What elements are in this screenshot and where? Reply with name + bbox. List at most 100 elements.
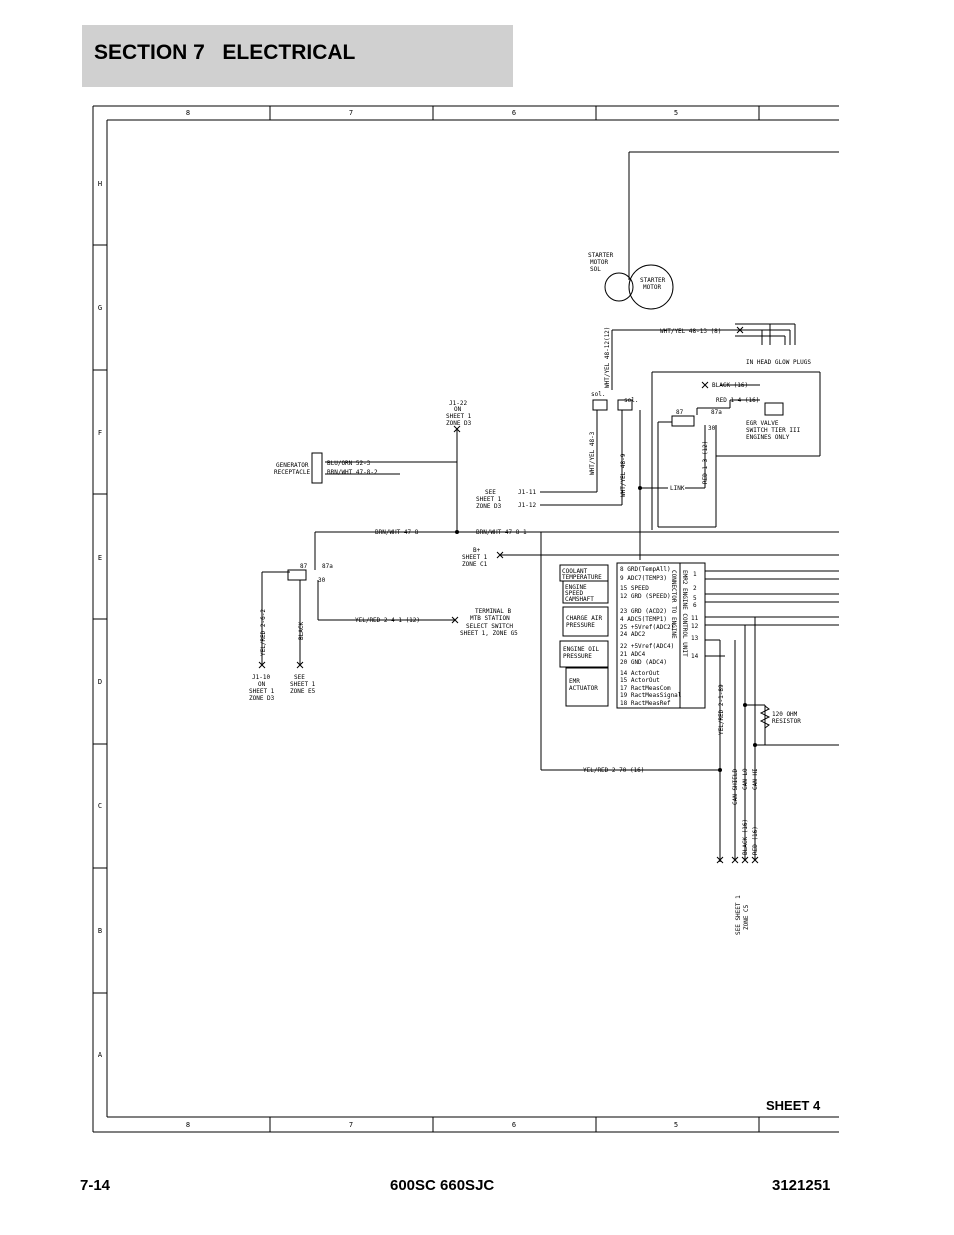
svg-text:CAN SHIELD: CAN SHIELD — [732, 768, 739, 805]
svg-text:CAN HI: CAN HI — [752, 768, 759, 790]
svg-text:CHARGE AIR: CHARGE AIR — [566, 615, 603, 622]
model-number: 600SC 660SJC — [390, 1177, 495, 1194]
svg-text:MOTOR: MOTOR — [590, 259, 608, 266]
svg-text:CAN LO: CAN LO — [742, 768, 749, 790]
solenoid-symbol — [617, 399, 633, 411]
col-label: 7 — [349, 1121, 353, 1129]
svg-text:ZONE D3: ZONE D3 — [446, 420, 472, 427]
row-label: C — [98, 802, 102, 810]
svg-text:BLACK: BLACK — [298, 622, 305, 640]
row-label: G — [98, 304, 102, 312]
svg-text:12 GRD (SPEED): 12 GRD (SPEED) — [620, 593, 671, 600]
svg-text:15 SPEED: 15 SPEED — [620, 585, 649, 592]
starter-solenoid-symbol — [604, 272, 634, 302]
svg-text:ZONE E5: ZONE E5 — [290, 688, 316, 695]
row-label: E — [98, 554, 102, 562]
svg-text:19 RactMeasSignal: 19 RactMeasSignal — [620, 692, 682, 699]
svg-text:120 OHM: 120 OHM — [772, 711, 798, 718]
svg-text:SOL: SOL — [590, 266, 601, 273]
col-label: 7 — [349, 109, 353, 117]
junction-dots — [455, 486, 757, 772]
svg-text:MTB STATION: MTB STATION — [470, 615, 510, 622]
svg-text:PRESSURE: PRESSURE — [563, 653, 592, 660]
svg-text:BLU/ORN 52-3: BLU/ORN 52-3 — [327, 460, 371, 467]
svg-text:RESISTOR: RESISTOR — [772, 718, 801, 725]
section-title: ELECTRICAL — [222, 41, 356, 64]
svg-text:EGR VALVE: EGR VALVE — [746, 420, 779, 427]
svg-text:87: 87 — [676, 409, 684, 416]
svg-text:11: 11 — [691, 615, 699, 622]
svg-text:87a: 87a — [322, 563, 333, 570]
svg-text:WHT/YEL 48-3: WHT/YEL 48-3 — [589, 431, 596, 475]
svg-text:BRN/WHT 47-8-2: BRN/WHT 47-8-2 — [327, 469, 378, 476]
svg-text:9 ADC7(TEMP3): 9 ADC7(TEMP3) — [620, 575, 667, 582]
svg-text:SEE: SEE — [294, 674, 305, 681]
svg-text:J1-10: J1-10 — [252, 674, 270, 681]
emr-actuator — [565, 667, 609, 707]
svg-text:SHEET 1: SHEET 1 — [290, 681, 316, 688]
svg-text:87a: 87a — [711, 409, 722, 416]
svg-text:sol.: sol. — [624, 397, 638, 404]
svg-text:14 ActorOut: 14 ActorOut — [620, 670, 660, 677]
engine-oil-sensor — [559, 640, 609, 668]
svg-text:BLACK (16): BLACK (16) — [712, 382, 748, 389]
svg-text:SEE: SEE — [485, 489, 496, 496]
col-label: 6 — [512, 1121, 516, 1129]
section-number: SECTION 7 — [94, 41, 205, 64]
svg-text:8 GRD(TempAll): 8 GRD(TempAll) — [620, 566, 671, 573]
svg-text:SHEET 1: SHEET 1 — [249, 688, 275, 695]
svg-text:ACTUATOR: ACTUATOR — [569, 685, 598, 692]
svg-text:BRN/WHT 47-8-1: BRN/WHT 47-8-1 — [476, 529, 527, 536]
svg-text:SELECT SWITCH: SELECT SWITCH — [466, 623, 513, 630]
svg-text:YEL/RED 2-70 (16): YEL/RED 2-70 (16) — [583, 767, 644, 774]
sheet-label: SHEET 4 — [766, 1098, 821, 1113]
svg-text:25 +5Vref(ADC2): 25 +5Vref(ADC2) — [620, 624, 674, 631]
document-number: 3121251 — [772, 1177, 831, 1194]
svg-text:sol.: sol. — [591, 391, 605, 398]
svg-text:23 GRD (ACD2): 23 GRD (ACD2) — [620, 608, 667, 615]
svg-text:87: 87 — [300, 563, 308, 570]
section-header-bar — [82, 25, 513, 87]
svg-text:4 ADC5(TEMP1): 4 ADC5(TEMP1) — [620, 616, 667, 623]
col-label: 5 — [674, 109, 678, 117]
svg-text:SHEET 1: SHEET 1 — [476, 496, 502, 503]
svg-text:WHT/YEL 48-9: WHT/YEL 48-9 — [620, 453, 627, 497]
svg-text:30: 30 — [318, 577, 326, 584]
svg-text:13: 13 — [691, 635, 699, 642]
svg-text:YEL/RED 2-1-89: YEL/RED 2-1-89 — [718, 684, 725, 735]
svg-text:6: 6 — [693, 602, 697, 609]
svg-text:COOLANT: COOLANT — [562, 568, 588, 575]
svg-text:ZONE C1: ZONE C1 — [462, 561, 488, 568]
svg-text:2: 2 — [693, 585, 697, 592]
wires — [261, 151, 839, 862]
solenoid-symbol — [592, 399, 608, 411]
svg-text:EMR: EMR — [569, 678, 580, 685]
svg-text:GENERATOR: GENERATOR — [276, 462, 309, 469]
svg-text:24 ADC2: 24 ADC2 — [620, 631, 646, 638]
svg-text:MOTOR: MOTOR — [643, 284, 661, 291]
svg-text:20 GND (ADC4): 20 GND (ADC4) — [620, 659, 667, 666]
generator-receptacle-connector — [311, 452, 323, 484]
svg-text:B+: B+ — [473, 547, 481, 554]
svg-text:ENGINES ONLY: ENGINES ONLY — [746, 434, 790, 441]
svg-text:CAMSHAFT: CAMSHAFT — [565, 596, 594, 603]
svg-text:YEL/RED 2-6-2: YEL/RED 2-6-2 — [260, 609, 267, 656]
col-label: 5 — [674, 1121, 678, 1129]
svg-text:ON: ON — [258, 681, 266, 688]
svg-text:SPEED: SPEED — [565, 590, 583, 597]
svg-text:BLACK (16): BLACK (16) — [742, 819, 749, 855]
svg-text:ZONE C5: ZONE C5 — [743, 904, 750, 930]
frame-labels: 8 7 6 5 8 7 6 5 H G F E D C B A — [98, 109, 678, 1129]
egr-connector — [764, 402, 784, 416]
svg-text:ENGINE OIL: ENGINE OIL — [563, 646, 600, 653]
svg-text:WHT/YEL 48-12(12): WHT/YEL 48-12(12) — [604, 327, 611, 388]
svg-text:STARTER: STARTER — [640, 277, 666, 284]
svg-text:TERMINAL B: TERMINAL B — [475, 608, 512, 615]
relay-symbol — [287, 569, 307, 581]
svg-text:J1-12: J1-12 — [518, 502, 536, 509]
svg-text:CONNECTOR TO ENGINE: CONNECTOR TO ENGINE — [670, 570, 677, 639]
svg-text:STARTER: STARTER — [588, 252, 614, 259]
svg-text:WHT/YEL 48-13 (8): WHT/YEL 48-13 (8) — [660, 328, 721, 335]
svg-text:SHEET 1: SHEET 1 — [446, 413, 472, 420]
svg-text:J1-22: J1-22 — [449, 400, 467, 407]
